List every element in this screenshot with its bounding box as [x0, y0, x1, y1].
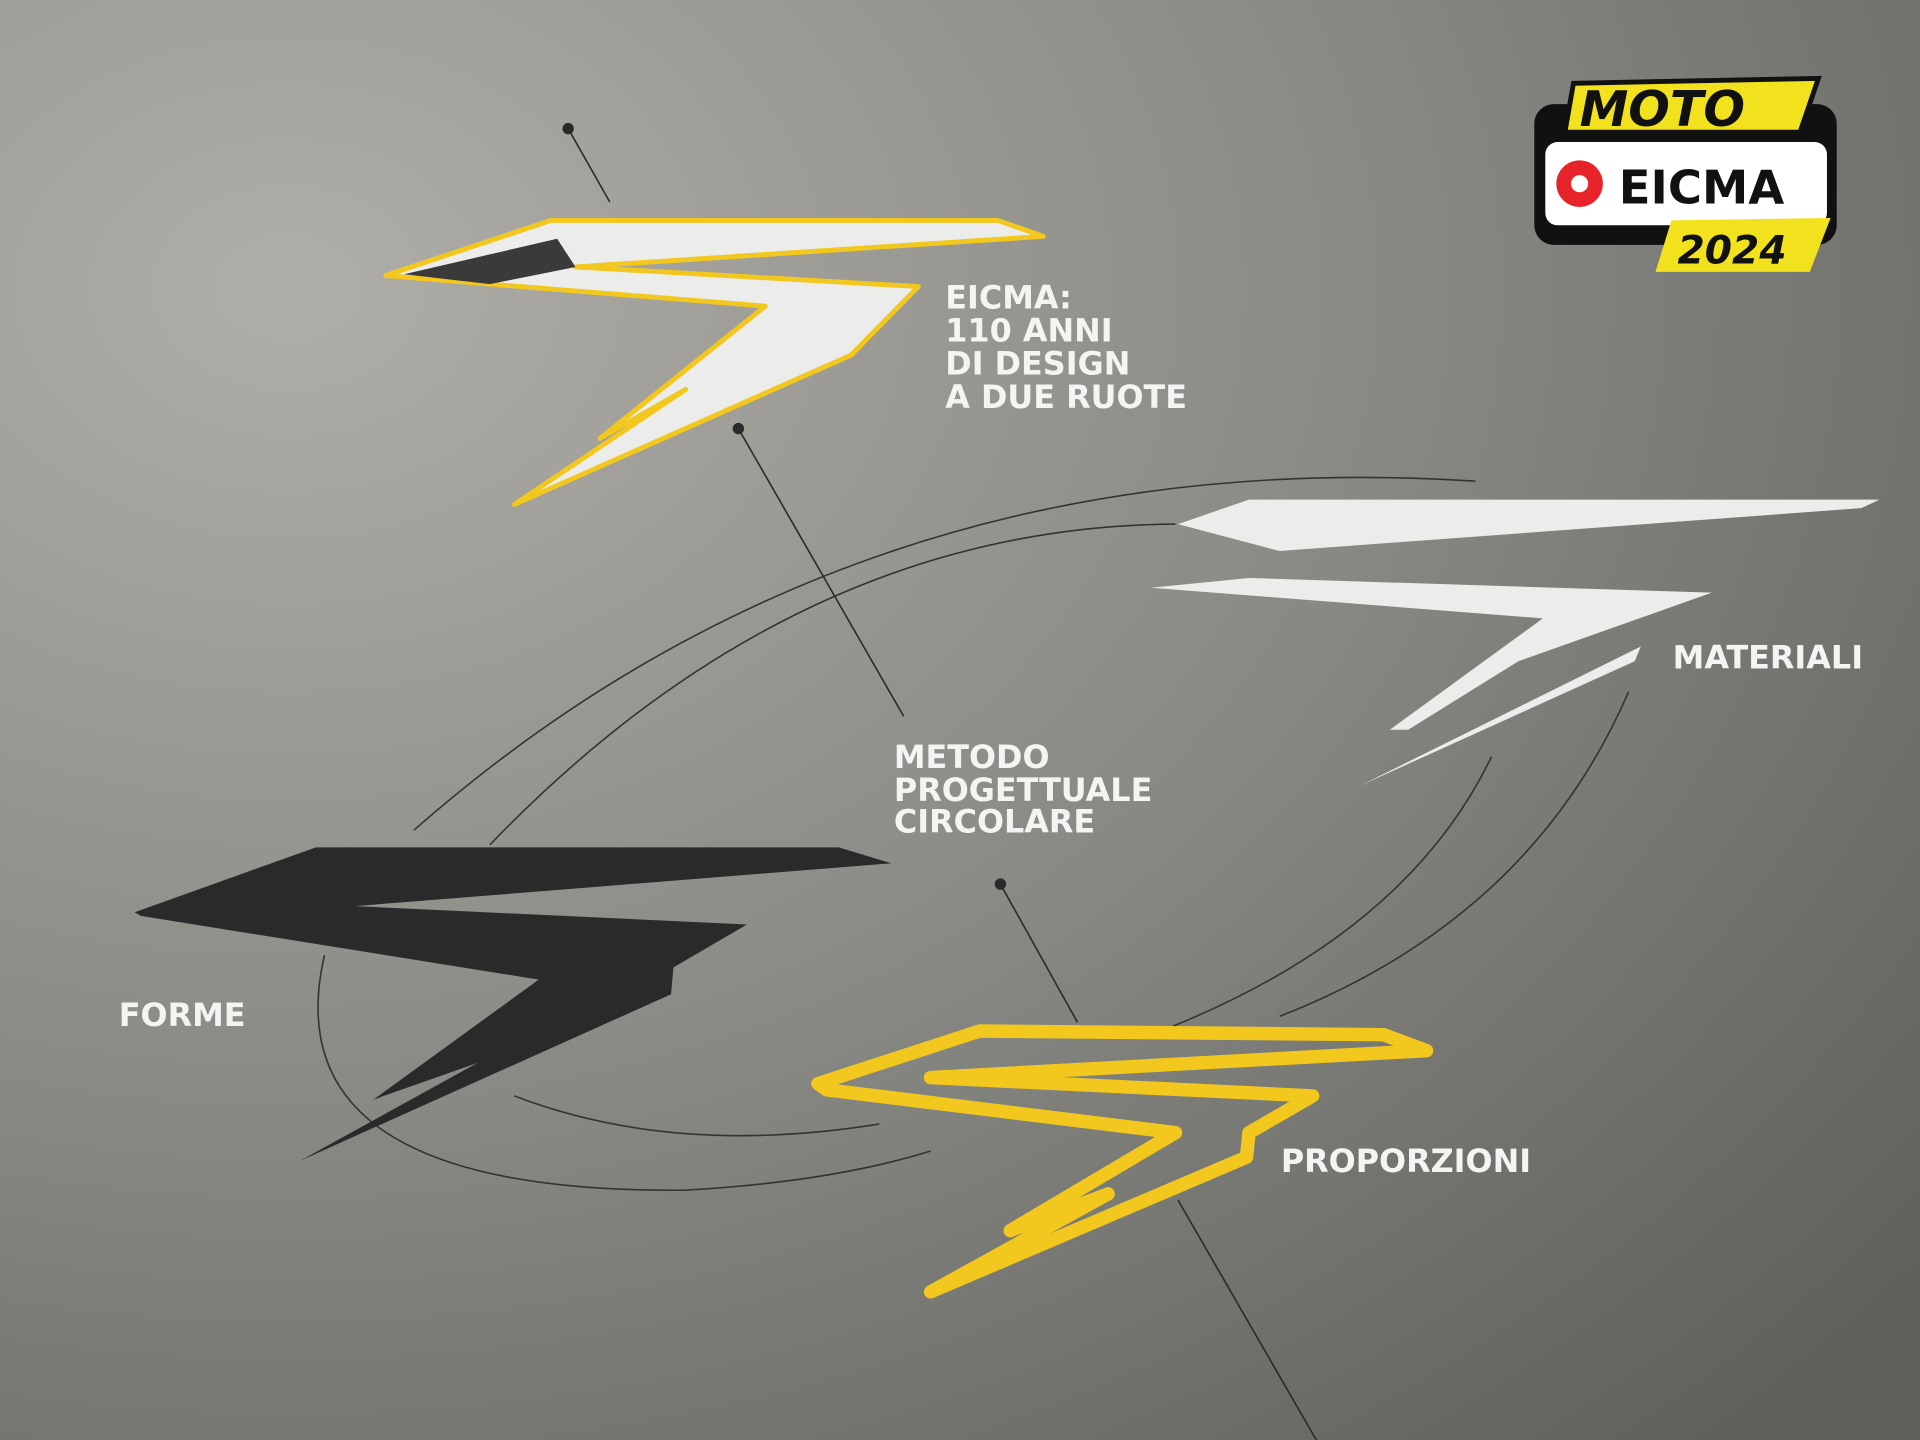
svg-text:2024: 2024 — [1678, 228, 1787, 273]
forme-label: FORME — [119, 996, 246, 1034]
moto-eicma-logo: MOTO EICMA 2024 — [1534, 75, 1837, 273]
bolt-black-forme — [134, 847, 892, 1161]
svg-text:EICMA: EICMA — [1619, 160, 1785, 214]
materiali-label: MATERIALI — [1673, 639, 1863, 677]
bolt-yellow-outline-proporzioni — [811, 1024, 1434, 1299]
proporzioni-label: PROPORZIONI — [1281, 1142, 1531, 1180]
metodo-label: METODO PROGETTUALE CIRCOLARE — [894, 738, 1164, 841]
svg-text:MOTO: MOTO — [1580, 81, 1745, 138]
leader-lines — [562, 122, 1318, 1440]
bolt-white-yellow-outline — [383, 217, 1046, 507]
bolt-white-inner-shadow — [404, 238, 576, 285]
bolt-white-materiali — [1151, 499, 1880, 787]
title-label: EICMA: 110 ANNI DI DESIGN A DUE RUOTE — [945, 279, 1187, 416]
orbit-arcs — [317, 476, 1630, 1192]
